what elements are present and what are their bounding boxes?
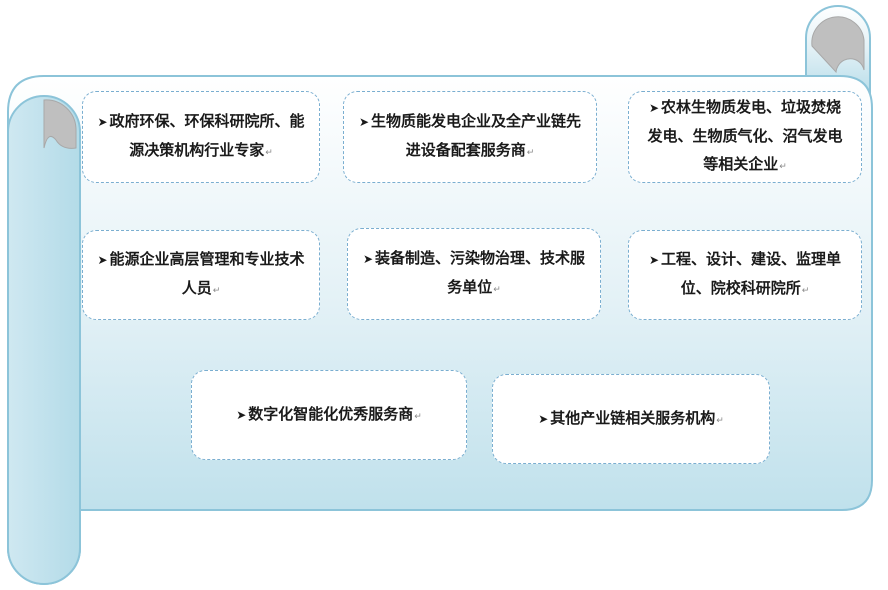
audience-label-digital: 数字化智能化优秀服务商 <box>236 400 422 431</box>
scroll-left-roll <box>7 94 81 585</box>
audience-box-manufacturing: 装备制造、污染物治理、技术服务单位 <box>347 228 601 320</box>
audience-label-experts: 政府环保、环保科研院所、能源决策机构行业专家 <box>97 107 305 167</box>
audience-label-equipment-providers: 生物质能发电企业及全产业链先进设备配套服务商 <box>358 107 582 167</box>
audience-label-other: 其他产业链相关服务机构 <box>538 404 724 435</box>
audience-label-management: 能源企业高层管理和专业技术人员 <box>97 245 305 305</box>
audience-box-engineering: 工程、设计、建设、监理单位、院校科研院所 <box>628 230 862 320</box>
audience-label-manufacturing: 装备制造、污染物治理、技术服务单位 <box>362 244 586 304</box>
scroll-left-curl <box>43 99 77 149</box>
audience-box-other: 其他产业链相关服务机构 <box>492 374 770 464</box>
audience-box-management: 能源企业高层管理和专业技术人员 <box>82 230 320 320</box>
audience-box-equipment-providers: 生物质能发电企业及全产业链先进设备配套服务商 <box>343 91 597 183</box>
audience-label-engineering: 工程、设计、建设、监理单位、院校科研院所 <box>643 245 847 305</box>
audience-box-experts: 政府环保、环保科研院所、能源决策机构行业专家 <box>82 91 320 183</box>
audience-box-power-companies: 农林生物质发电、垃圾焚烧发电、生物质气化、沼气发电等相关企业 <box>628 91 862 183</box>
scroll-right-curl <box>811 16 865 74</box>
audience-box-digital: 数字化智能化优秀服务商 <box>191 370 467 460</box>
audience-label-power-companies: 农林生物质发电、垃圾焚烧发电、生物质气化、沼气发电等相关企业 <box>643 93 847 181</box>
